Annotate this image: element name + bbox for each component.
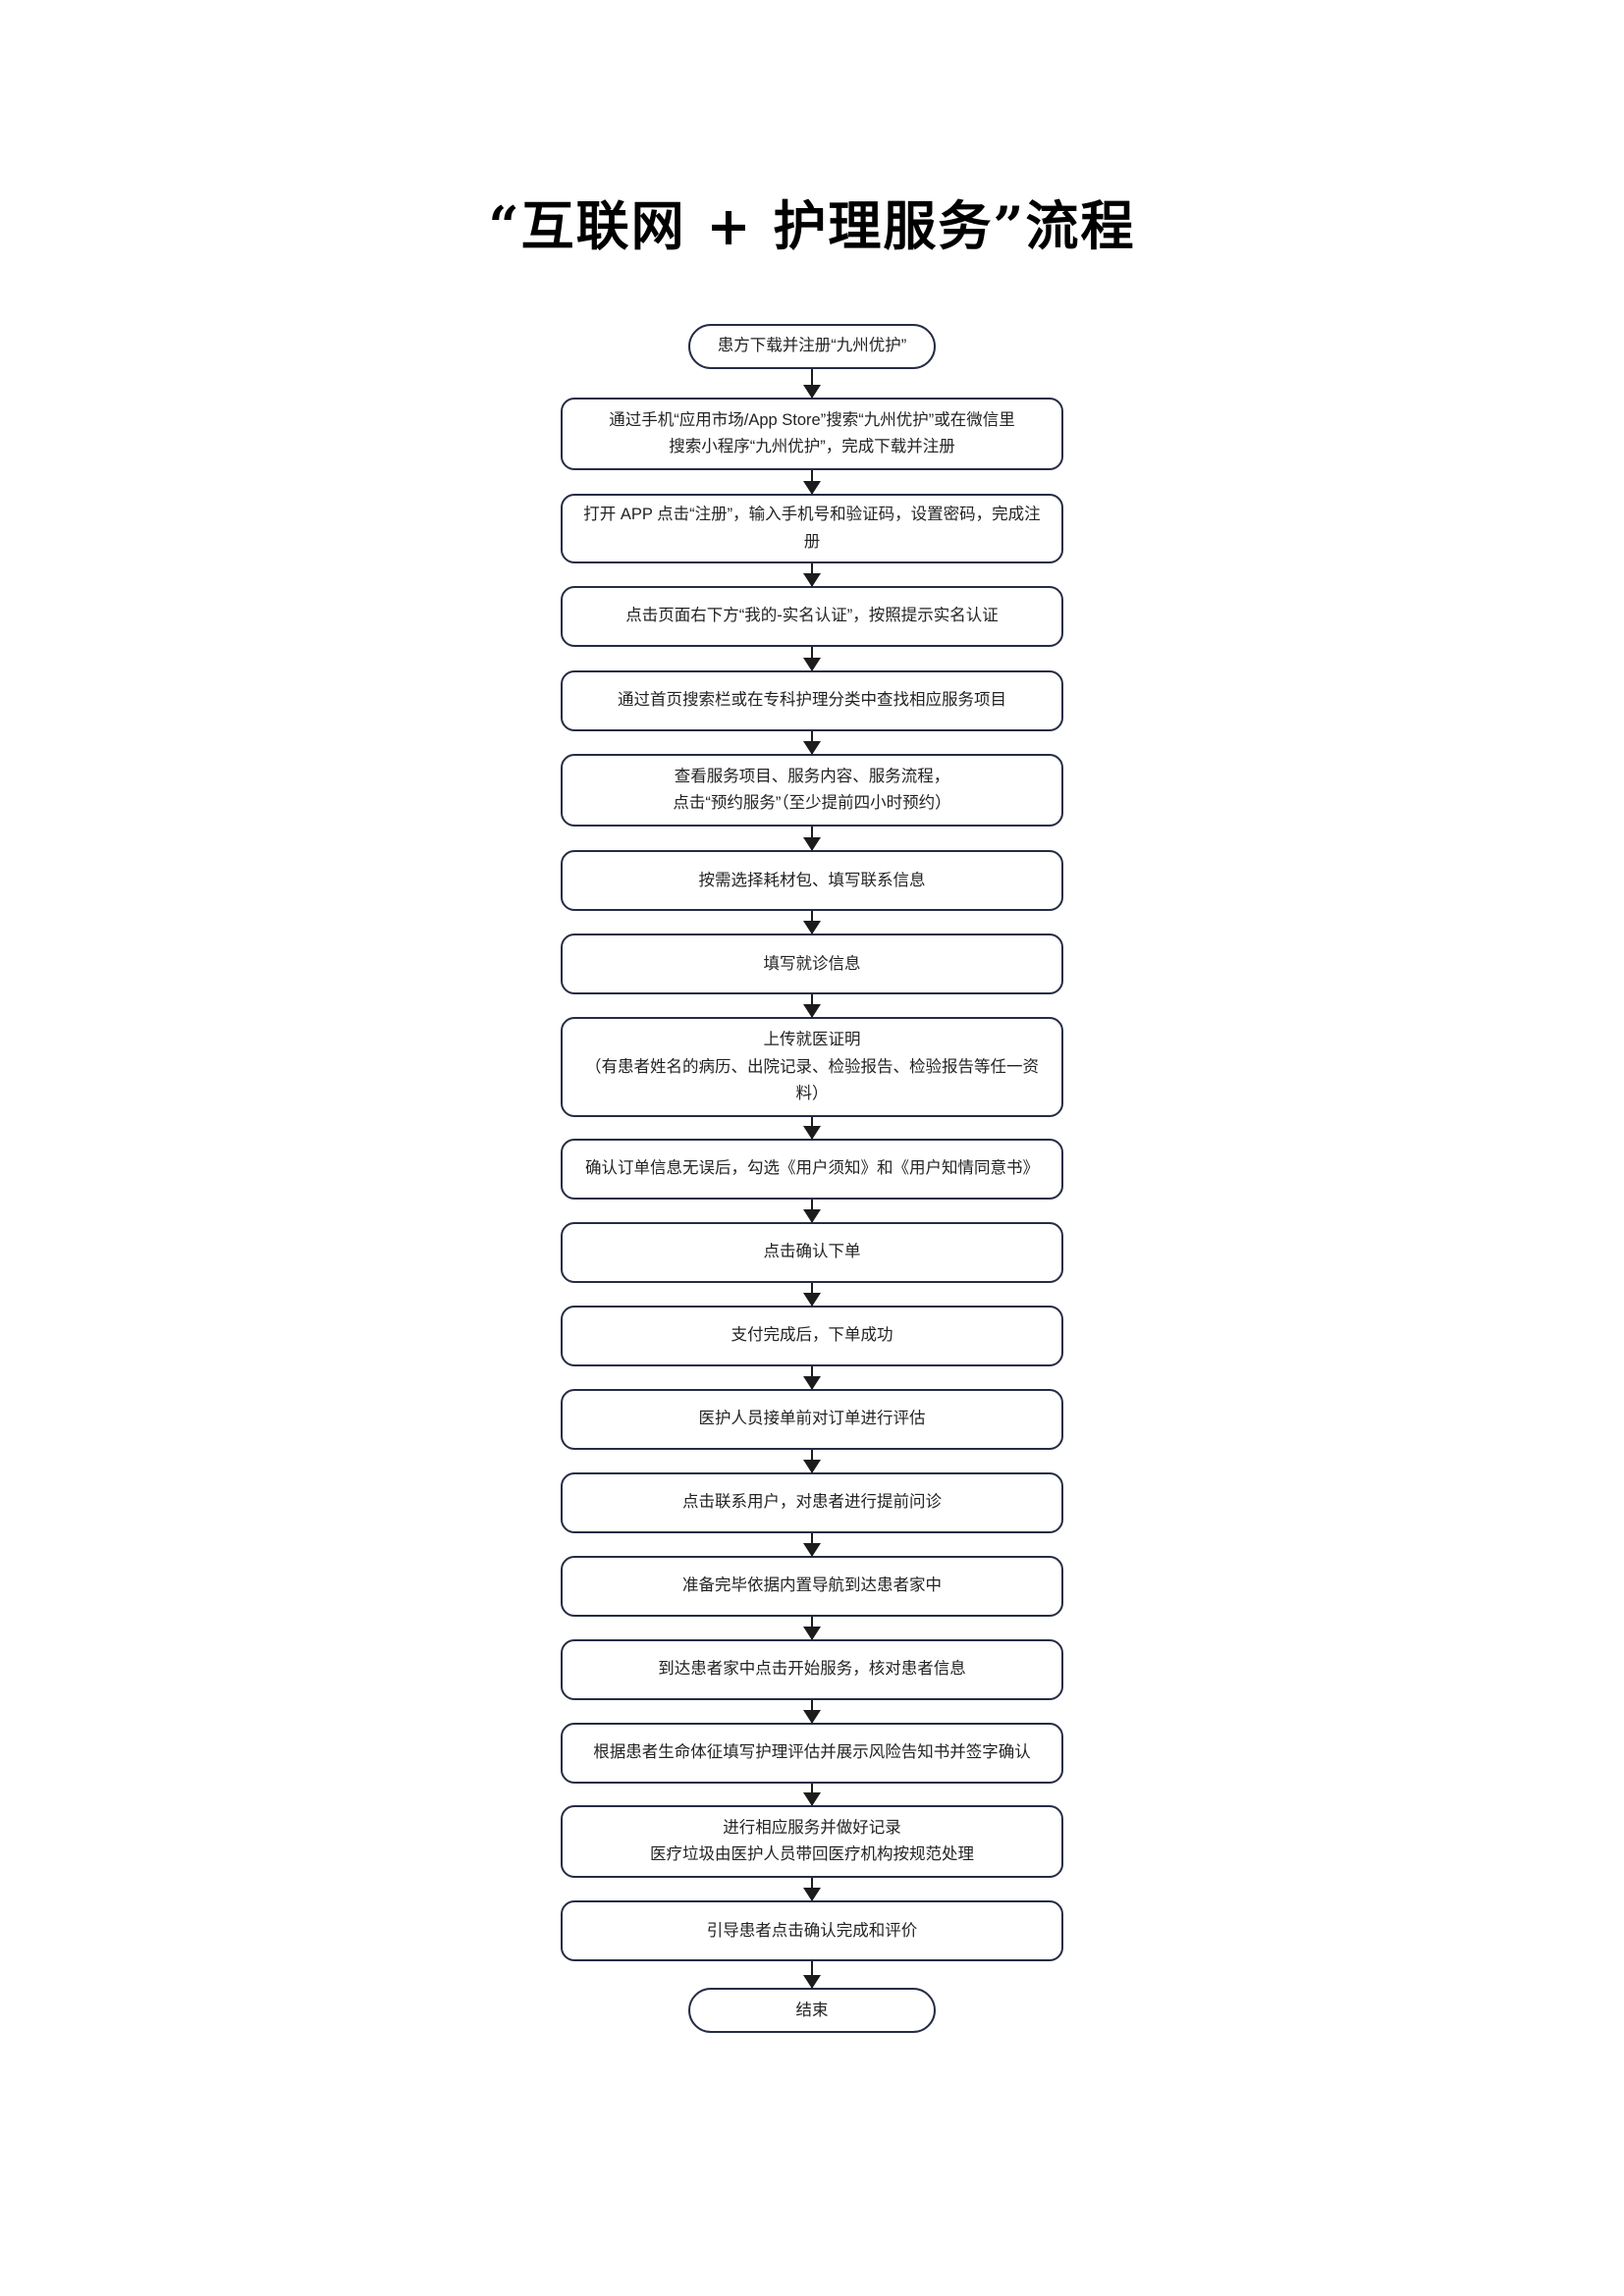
flow-connector-10 — [810, 1199, 814, 1222]
flow-node-step-3[interactable]: 点击页面右下方“我的-实名认证”，按照提示实名认证 — [561, 585, 1063, 647]
flowchart-body: 患方下载并注册“九州优护” 通过手机“应用市场/App Store”搜索“九州优护… — [0, 324, 1624, 2034]
flow-node-step-8[interactable]: 上传就医证明 （有患者姓名的病历、出院记录、检验报告、检验报告等任一资料） — [561, 1017, 1063, 1117]
flow-node-step-15[interactable]: 到达患者家中点击开始服务，核对患者信息 — [561, 1638, 1063, 1700]
flow-node-step-18-label: 引导患者点击确认完成和评价 — [706, 1921, 918, 1940]
flow-connector-9 — [810, 1116, 814, 1139]
flow-node-step-5-label: 查看服务项目、服务内容、服务流程， 点击“预约服务”（至少提前四小时预约） — [673, 767, 951, 813]
flow-node-step-17-label: 进行相应服务并做好记录 医疗垃圾由医护人员带回医疗机构按规范处理 — [650, 1818, 974, 1864]
flow-connector-12 — [810, 1365, 814, 1389]
flow-node-step-10-label: 点击确认下单 — [763, 1243, 861, 1261]
flow-node-step-14[interactable]: 准备完毕依据内置导航到达患者家中 — [561, 1555, 1063, 1617]
flow-node-step-1[interactable]: 通过手机“应用市场/App Store”搜索“九州优护”或在微信里 搜索小程序“… — [561, 398, 1063, 471]
flow-node-step-12[interactable]: 医护人员接单前对订单进行评估 — [561, 1388, 1063, 1450]
flow-node-start-label: 患方下载并注册“九州优护” — [717, 337, 907, 355]
flow-connector-16 — [810, 1699, 814, 1723]
flow-node-step-13[interactable]: 点击联系用户，对患者进行提前问诊 — [561, 1471, 1063, 1533]
flow-connector-6 — [810, 827, 814, 851]
flow-node-step-11[interactable]: 支付完成后，下单成功 — [561, 1305, 1063, 1366]
flow-connector-4 — [810, 646, 814, 670]
flow-node-step-13-label: 点击联系用户，对患者进行提前问诊 — [682, 1493, 942, 1512]
flow-node-step-1-label: 通过手机“应用市场/App Store”搜索“九州优护”或在微信里 搜索小程序“… — [609, 411, 1015, 456]
flow-node-step-7[interactable]: 填写就诊信息 — [561, 934, 1063, 995]
flow-connector-2 — [810, 470, 814, 495]
flow-node-step-4-label: 通过首页搜索栏或在专科护理分类中查找相应服务项目 — [618, 691, 1006, 710]
flow-node-step-16-label: 根据患者生命体征填写护理评估并展示风险告知书并签字确认 — [593, 1743, 1031, 1762]
flow-node-step-3-label: 点击页面右下方“我的-实名认证”，按照提示实名认证 — [625, 607, 999, 625]
flow-node-step-11-label: 支付完成后，下单成功 — [731, 1326, 893, 1345]
flow-node-end[interactable]: 结束 — [688, 1988, 936, 2034]
flow-connector-1 — [810, 369, 814, 398]
flow-connector-13 — [810, 1449, 814, 1472]
flow-connector-17 — [810, 1783, 814, 1805]
flow-node-step-6[interactable]: 按需选择耗材包、填写联系信息 — [561, 850, 1063, 912]
flow-node-step-9-label: 确认订单信息无误后，勾选《用户须知》和《用户知情同意书》 — [585, 1159, 1039, 1178]
flow-connector-19 — [810, 1961, 814, 1989]
flow-node-step-17[interactable]: 进行相应服务并做好记录 医疗垃圾由医护人员带回医疗机构按规范处理 — [561, 1804, 1063, 1879]
flow-connector-8 — [810, 994, 814, 1018]
flow-node-step-6-label: 按需选择耗材包、填写联系信息 — [698, 871, 926, 889]
flow-node-step-4[interactable]: 通过首页搜索栏或在专科护理分类中查找相应服务项目 — [561, 669, 1063, 731]
flow-node-step-5[interactable]: 查看服务项目、服务内容、服务流程， 点击“预约服务”（至少提前四小时预约） — [561, 753, 1063, 828]
flow-node-step-7-label: 填写就诊信息 — [763, 954, 861, 973]
flow-node-step-15-label: 到达患者家中点击开始服务，核对患者信息 — [658, 1660, 966, 1679]
page-title: “互联网 + 护理服务”流程 — [488, 194, 1136, 257]
flow-node-step-8-label: 上传就医证明 （有患者姓名的病历、出院记录、检验报告、检验报告等任一资料） — [585, 1031, 1039, 1102]
flow-connector-11 — [810, 1282, 814, 1306]
flow-connector-5 — [810, 730, 814, 754]
flow-connector-7 — [810, 911, 814, 934]
flow-connector-14 — [810, 1532, 814, 1556]
flow-node-start[interactable]: 患方下载并注册“九州优护” — [688, 324, 936, 369]
flow-node-step-10[interactable]: 点击确认下单 — [561, 1221, 1063, 1283]
flow-node-step-16[interactable]: 根据患者生命体征填写护理评估并展示风险告知书并签字确认 — [561, 1722, 1063, 1784]
flow-connector-15 — [810, 1616, 814, 1639]
flow-connector-18 — [810, 1878, 814, 1901]
flow-node-step-14-label: 准备完毕依据内置导航到达患者家中 — [682, 1576, 942, 1595]
flow-node-step-2[interactable]: 打开 APP 点击“注册”，输入手机号和验证码，设置密码，完成注册 — [561, 494, 1063, 563]
flow-node-step-2-label: 打开 APP 点击“注册”，输入手机号和验证码，设置密码，完成注册 — [583, 506, 1041, 551]
flow-node-step-12-label: 医护人员接单前对订单进行评估 — [698, 1410, 926, 1428]
flow-node-step-9[interactable]: 确认订单信息无误后，勾选《用户须知》和《用户知情同意书》 — [561, 1138, 1063, 1200]
flow-node-end-label: 结束 — [795, 2001, 829, 2019]
flow-connector-3 — [810, 562, 814, 586]
flow-node-step-18[interactable]: 引导患者点击确认完成和评价 — [561, 1900, 1063, 1962]
